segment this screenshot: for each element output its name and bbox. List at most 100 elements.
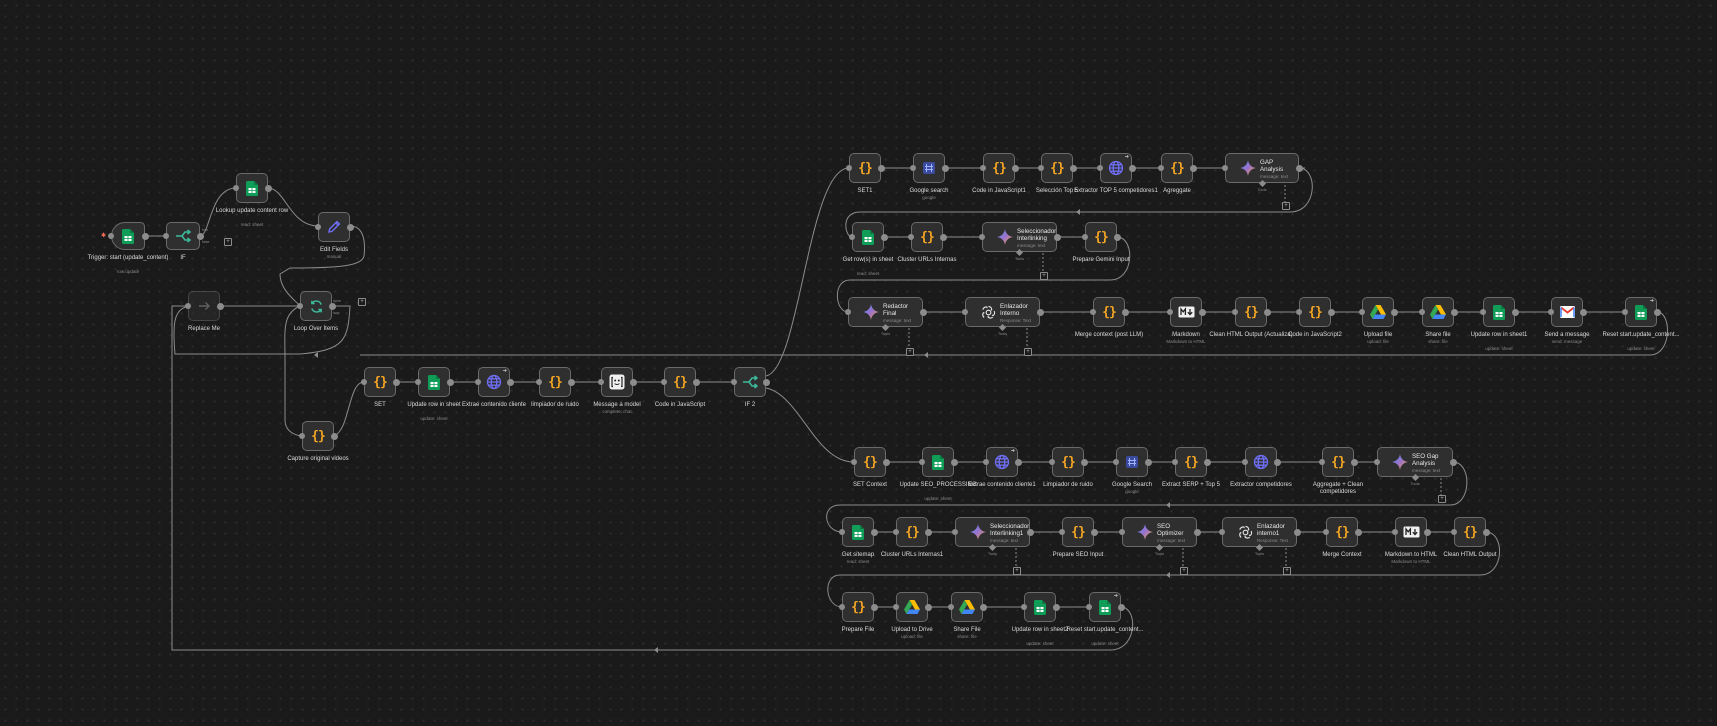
node-trigger[interactable] [111, 222, 145, 250]
input-port[interactable] [919, 459, 925, 465]
input-port[interactable] [536, 379, 542, 385]
output-port[interactable] [1052, 603, 1060, 611]
output-port[interactable] [1273, 458, 1281, 466]
input-port[interactable] [1167, 309, 1173, 315]
output-port[interactable] [1423, 528, 1431, 536]
node-extractserp[interactable]: {} [1175, 447, 1207, 477]
output-port[interactable] [1189, 164, 1197, 172]
node-uploaddrive[interactable] [896, 592, 928, 622]
output-port[interactable] [1293, 528, 1301, 536]
input-port[interactable] [233, 185, 239, 191]
output-port[interactable] [882, 458, 890, 466]
output-port[interactable] [446, 378, 454, 386]
output-port[interactable] [870, 603, 878, 611]
output-port[interactable] [870, 528, 878, 536]
add-tool-button[interactable]: + [1040, 272, 1048, 280]
node-sendmsg[interactable] [1551, 297, 1583, 327]
output-port[interactable] [1026, 528, 1034, 536]
input-port[interactable] [1222, 165, 1228, 171]
input-port[interactable] [910, 165, 916, 171]
add-tool-button[interactable]: + [1024, 348, 1032, 356]
output-port[interactable] [1327, 308, 1335, 316]
node-prepgemini[interactable]: {} [1085, 222, 1117, 252]
node-limpiador[interactable]: {} [539, 367, 571, 397]
output-port[interactable] [1144, 458, 1152, 466]
output-port[interactable] [629, 378, 637, 386]
node-limpiador2[interactable]: {} [1052, 447, 1084, 477]
output-port[interactable] [1053, 233, 1061, 241]
output-port[interactable] [506, 378, 514, 386]
input-port[interactable] [1172, 459, 1178, 465]
output-port[interactable] [919, 308, 927, 316]
input-port[interactable] [1480, 309, 1486, 315]
add-tool-button[interactable]: + [1283, 567, 1291, 575]
output-port[interactable] [1080, 458, 1088, 466]
node-codejs2[interactable]: {} [1299, 297, 1331, 327]
output-port[interactable] [1354, 528, 1362, 536]
output-port[interactable] [141, 232, 149, 240]
node-cluster1[interactable]: {} [896, 517, 928, 547]
input-port[interactable] [948, 604, 954, 610]
output-port[interactable] [950, 458, 958, 466]
input-port[interactable] [1038, 165, 1044, 171]
node-if2[interactable] [734, 367, 766, 397]
node-cluster[interactable]: {} [911, 222, 943, 252]
node-gsearch2[interactable] [1116, 447, 1148, 477]
input-port[interactable] [1113, 459, 1119, 465]
output-port[interactable] [1449, 458, 1457, 466]
output-port[interactable] [392, 378, 400, 386]
input-port[interactable] [731, 379, 737, 385]
input-port[interactable] [1548, 309, 1554, 315]
output-port[interactable] [1198, 308, 1206, 316]
input-port[interactable] [893, 529, 899, 535]
node-set[interactable]: {} [364, 367, 396, 397]
input-port[interactable] [980, 165, 986, 171]
input-port[interactable] [661, 379, 667, 385]
node-aggregate[interactable]: {} [1161, 153, 1193, 183]
node-share[interactable] [1422, 297, 1454, 327]
node-editfields[interactable] [318, 212, 350, 242]
node-gsearch[interactable] [913, 153, 945, 183]
node-lookup[interactable] [236, 173, 268, 203]
output-port[interactable] [924, 528, 932, 536]
add-node-button[interactable]: + [358, 298, 366, 306]
input-port[interactable] [1319, 459, 1325, 465]
node-updseo[interactable] [922, 447, 954, 477]
node-md2html[interactable] [1395, 517, 1427, 547]
node-getrows[interactable] [852, 222, 884, 252]
output-port[interactable] [924, 603, 932, 611]
add-tool-button[interactable]: + [906, 348, 914, 356]
input-port[interactable] [297, 303, 303, 309]
node-upload[interactable] [1362, 297, 1394, 327]
output-port[interactable] [1653, 308, 1661, 316]
output-port[interactable] [939, 233, 947, 241]
node-capture[interactable]: {} [302, 421, 334, 451]
input-port[interactable] [361, 379, 367, 385]
input-port[interactable] [1082, 234, 1088, 240]
input-port[interactable] [299, 433, 305, 439]
node-prepfile[interactable]: {} [842, 592, 874, 622]
input-port[interactable] [475, 379, 481, 385]
input-port[interactable] [1359, 309, 1365, 315]
output-port[interactable] [1014, 458, 1022, 466]
node-loop[interactable] [300, 291, 332, 321]
input-port[interactable] [1021, 604, 1027, 610]
output-port[interactable] [330, 432, 338, 440]
input-port[interactable] [851, 459, 857, 465]
input-port[interactable] [983, 459, 989, 465]
input-port[interactable] [979, 234, 985, 240]
output-port[interactable] [1193, 528, 1201, 536]
input-port[interactable] [163, 233, 169, 239]
node-sharefile[interactable] [951, 592, 983, 622]
output-port[interactable] [1011, 164, 1019, 172]
input-port[interactable] [1419, 309, 1425, 315]
node-extrae[interactable]: ➔ [478, 367, 510, 397]
output-port[interactable] [1117, 603, 1125, 611]
input-port[interactable] [846, 165, 852, 171]
node-msgmodel[interactable] [601, 367, 633, 397]
node-setctx[interactable]: {} [854, 447, 886, 477]
node-reset2[interactable]: ➔ [1089, 592, 1121, 622]
